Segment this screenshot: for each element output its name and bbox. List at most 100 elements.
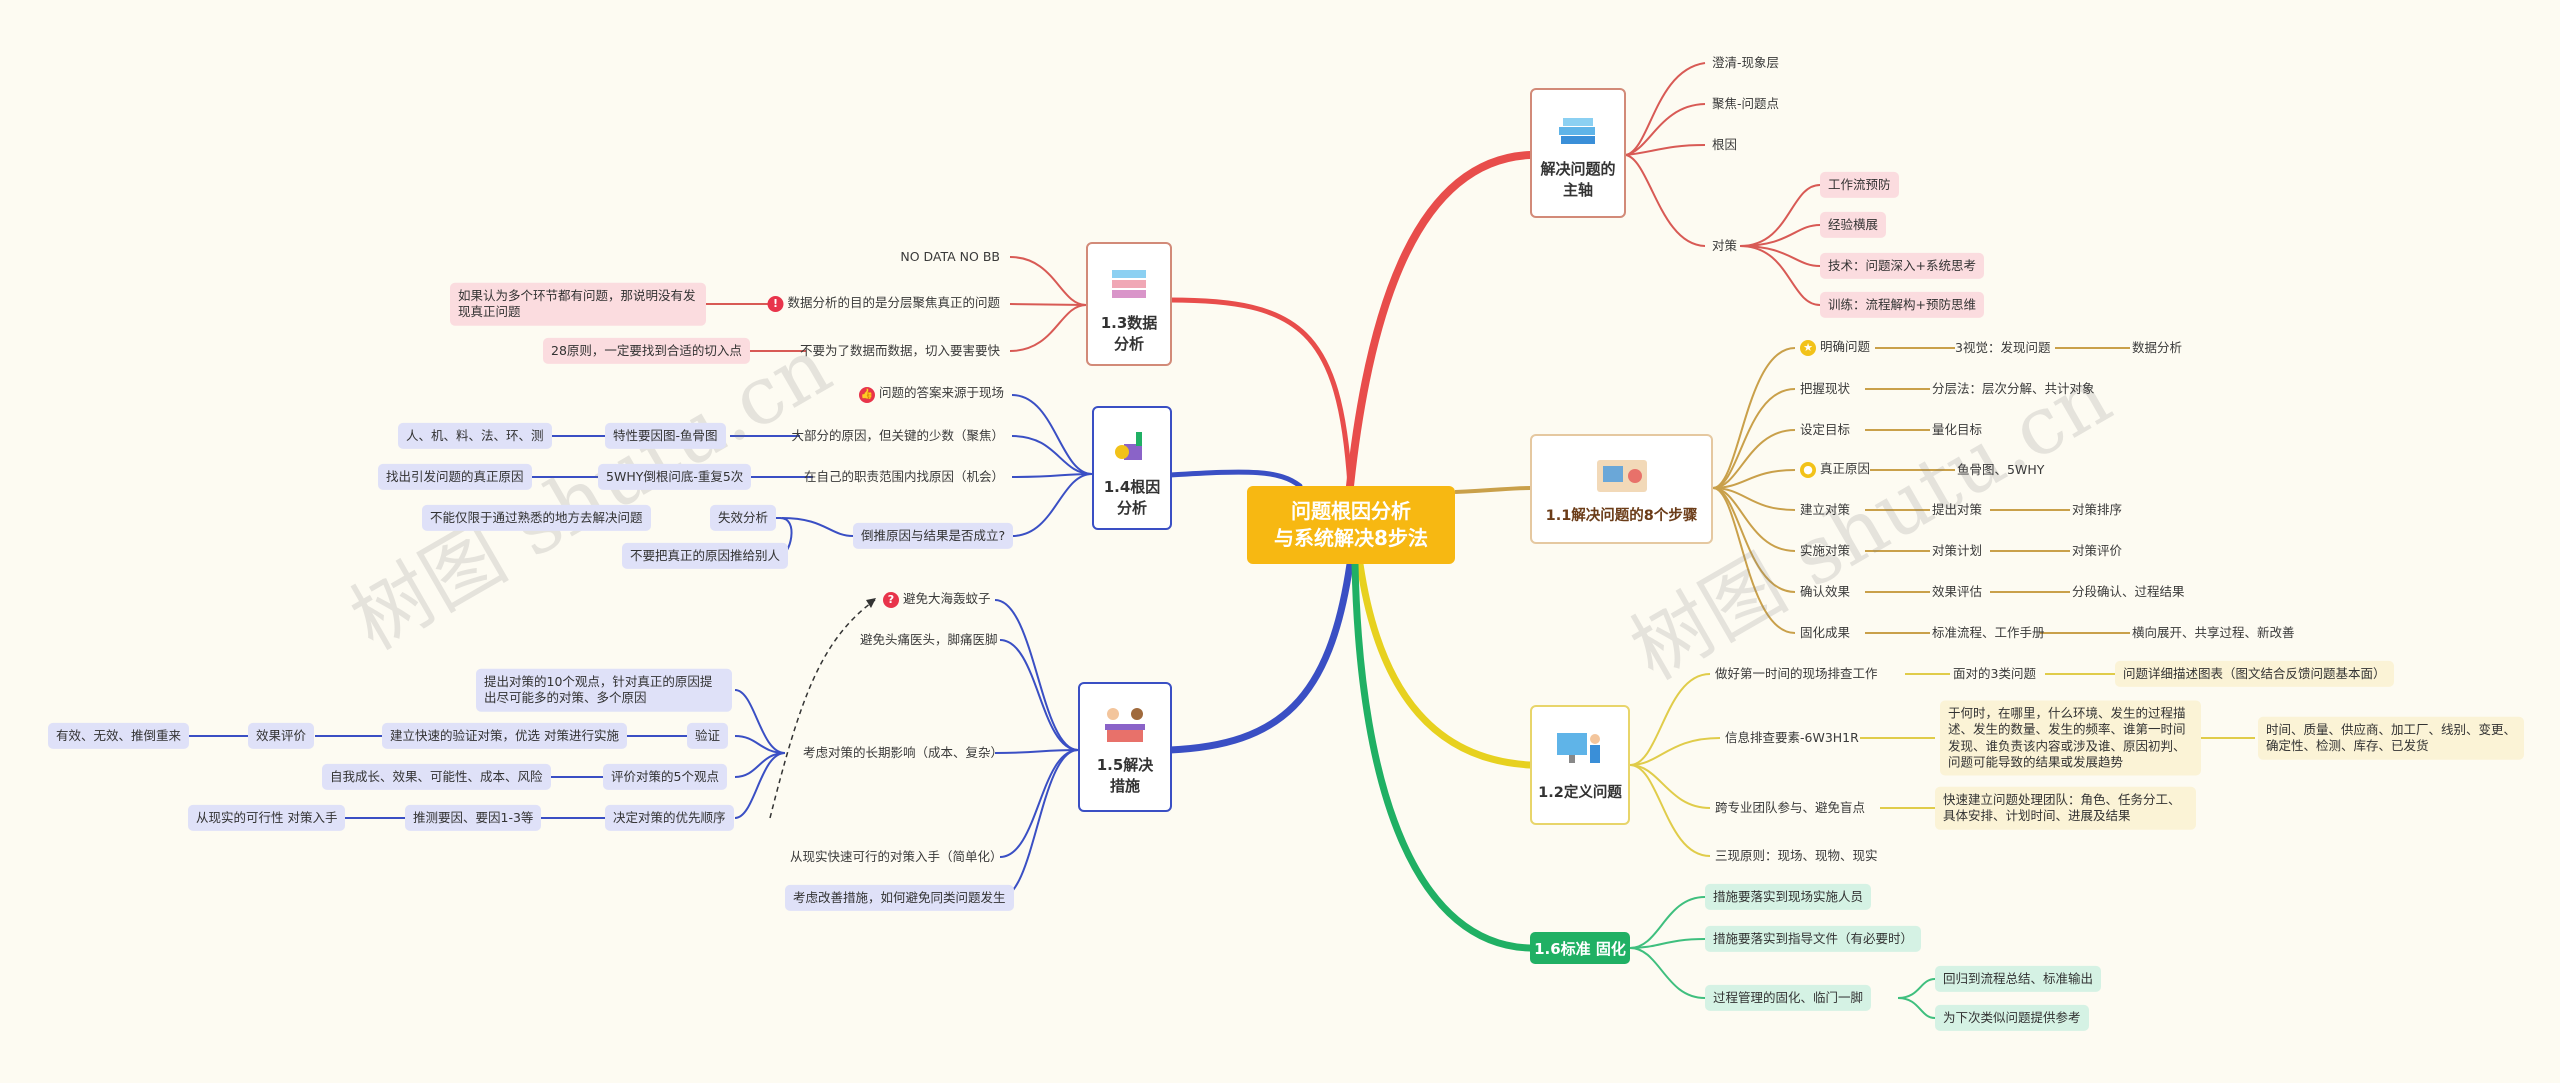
define-item-3: 跨专业团队参与、避免盲点 [1715, 799, 1866, 815]
step-8-label: 固化成果 [1800, 624, 1851, 640]
define-item-4: 三现原则：现场、现物、现实 [1715, 847, 1878, 863]
step-7-b: 效果评估 [1932, 583, 1983, 599]
priority-node: 决定对策的优先顺序 [605, 804, 734, 832]
root-item-3: 在自己的职责范围内找原因（机会） [803, 468, 1004, 484]
step-2-label: 把握现状 [1800, 380, 1851, 396]
step-1-label: ★明确问题 [1800, 340, 1870, 356]
step-5-label: 建立对策 [1800, 501, 1851, 517]
define-item-1-c: 问题详细描述图表（图文结合反馈问题基本面） [2115, 660, 2394, 688]
standard-node[interactable]: 1.6标准 固化 [1530, 932, 1630, 964]
data-left-2: 28原则，一定要找到合适的切入点 [543, 337, 750, 365]
verify-mid: 建立快速的验证对策，优选 对策进行实施 [382, 722, 627, 750]
team-icon [1105, 708, 1145, 742]
main-axis-title-l2: 主轴 [1562, 181, 1593, 199]
step-7-c: 分段确认、过程结果 [2072, 583, 2185, 599]
define-item-2-b: 于何时，在哪里，什么环境、发生的过程描述、发生的数量、发生的频率、谁第一时间发现… [1940, 700, 2201, 776]
data-left-1: 如果认为多个环节都有问题，那说明没有发现真正问题 [450, 282, 706, 326]
priority-left: 从现实的可行性 对策入手 [188, 804, 346, 832]
step-3-b: 量化目标 [1932, 421, 1983, 437]
fail-left-1: 不能仅限于通过熟悉的地方去解决问题 [422, 504, 651, 532]
main-axis-item-1: 澄清-现象层 [1712, 54, 1780, 70]
fishbone-factors: 人、机、料、法、环、测 [398, 422, 552, 450]
central-topic-line2: 与系统解决8步法 [1274, 526, 1428, 550]
solve-item-3: 考虑对策的长期影响（成本、复杂） [803, 744, 1004, 760]
step-3-label: 设定目标 [1800, 421, 1851, 437]
eval5-node: 评价对策的5个观点 [603, 763, 727, 791]
fishbone-node: 特性要因图-鱼骨图 [605, 422, 726, 450]
root-analysis-node[interactable]: 1.4根因 分析 [1092, 406, 1172, 530]
root-title-l1: 1.4根因 [1103, 478, 1161, 496]
root-item-2: 大部分的原因，但关键的少数（聚焦） [791, 427, 1004, 443]
data-item-2: !数据分析的目的是分层聚焦真正的问题 [767, 296, 1000, 312]
step-1-c: 数据分析 [2132, 339, 2183, 355]
step-6-c: 对策评价 [2072, 542, 2123, 558]
main-axis-item-3: 根因 [1712, 136, 1738, 152]
step-4-b: 鱼骨图、5WHY [1957, 461, 2045, 477]
step-7-label: 确认效果 [1800, 583, 1851, 599]
star-icon: ★ [1800, 340, 1816, 356]
step-6-b: 对策计划 [1932, 542, 1983, 558]
solve-title-l2: 措施 [1109, 777, 1140, 795]
main-axis-item-4: 对策 [1712, 237, 1738, 253]
central-topic-line1: 问题根因分析 [1290, 499, 1411, 523]
define-item-2-c: 时间、质量、供应商、加工厂、线别、变更、确定性、检测、库存、已发货 [2258, 716, 2524, 760]
step-8-c: 横向展开、共享过程、新改善 [2132, 624, 2295, 640]
steps-node[interactable]: 1.1解决问题的8个步骤 [1530, 434, 1713, 544]
countermeasure-1: 工作流预防 [1820, 171, 1899, 199]
solve-item-4: 从现实快速可行的对策入手（简单化） [790, 848, 1003, 864]
verify-node: 验证 [687, 722, 729, 750]
step-8-b: 标准流程、工作手册 [1932, 624, 2045, 640]
define-item-1-b: 面对的3类问题 [1953, 665, 2036, 681]
eval5-left: 自我成长、效果、可能性、成本、风险 [322, 763, 551, 791]
standard-sub-2: 为下次类似问题提供参考 [1935, 1004, 2089, 1032]
countermeasure-3: 技术：问题深入+系统思考 [1820, 252, 1984, 280]
five-why-node: 5WHY倒根问底-重复5次 [598, 463, 752, 491]
main-axis-node[interactable]: 解决问题的 主轴 [1530, 88, 1626, 218]
define-title: 1.2定义问题 [1538, 785, 1622, 801]
solve-title-l1: 1.5解决 [1096, 756, 1154, 774]
fail-left-2: 不要把真正的原因推给别人 [622, 542, 789, 570]
data-item-1: NO DATA NO BB [900, 248, 1000, 264]
effect-node: 效果评价 [248, 722, 315, 750]
thumbs-up-icon: 👍 [858, 387, 875, 403]
define-node[interactable]: 1.2定义问题 [1530, 705, 1630, 825]
data-title-l2: 分析 [1113, 335, 1144, 353]
define-item-1: 做好第一时间的现场排查工作 [1715, 665, 1878, 681]
five-why-goal: 找出引发问题的真正原因 [378, 463, 532, 491]
step-5-c: 对策排序 [2072, 501, 2123, 517]
presenter-icon [1557, 733, 1600, 763]
main-axis-title-l1: 解决问题的 [1540, 160, 1616, 178]
step-6-label: 实施对策 [1800, 542, 1851, 558]
stack-icon [1112, 270, 1146, 298]
failure-analysis: 失效分析 [710, 504, 777, 532]
step-5-b: 提出对策 [1932, 501, 1983, 517]
standard-item-3: 过程管理的固化、临门一脚 [1705, 984, 1872, 1012]
step-1-b: 3视觉：发现问题 [1955, 339, 2051, 355]
steps-title: 1.1解决问题的8个步骤 [1545, 508, 1698, 524]
define-item-2: 信息排查要素-6W3H1R [1725, 729, 1859, 745]
priority-mid: 推测要因、要因1-3等 [405, 804, 542, 832]
solve-node[interactable]: 1.5解决 措施 [1078, 682, 1172, 812]
step-4-label: ●真正原因 [1800, 462, 1870, 478]
verify-top: 提出对策的10个观点，针对真正的原因提出尽可能多的对策、多个原因 [476, 668, 732, 712]
step-2-b: 分层法：层次分解、共计对象 [1932, 380, 2095, 396]
data-title-l1: 1.3数据 [1100, 314, 1158, 332]
solve-item-2: 避免头痛医头，脚痛医脚 [860, 631, 998, 647]
countermeasure-2: 经验横展 [1820, 211, 1887, 239]
data-analysis-node[interactable]: 1.3数据 分析 [1086, 242, 1172, 366]
puzzle-icon [1115, 432, 1142, 460]
data-item-3: 不要为了数据而数据，切入要害要快 [799, 342, 1000, 358]
standard-item-1: 措施要落实到现场实施人员 [1705, 883, 1872, 911]
chart-board-icon [1596, 460, 1647, 492]
define-item-3-b: 快速建立问题处理团队：角色、任务分工、具体安排、计划时间、进展及结果 [1935, 786, 2196, 830]
root-item-1: 👍问题的答案来源于现场 [858, 386, 1004, 403]
main-axis-item-2: 聚焦-问题点 [1712, 95, 1780, 111]
root-item-4: 倒推原因与结果是否成立? [853, 522, 1014, 550]
central-topic[interactable]: 问题根因分析与系统解决8步法 [1247, 486, 1455, 564]
standard-item-2: 措施要落实到指导文件（有必要时） [1705, 925, 1922, 953]
countermeasure-4: 训练：流程解构+预防思维 [1820, 291, 1984, 319]
solve-item-5: 考虑改善措施，如何避免同类问题发生 [785, 884, 1014, 912]
question-icon: ? [883, 592, 899, 608]
books-icon [1559, 118, 1595, 144]
